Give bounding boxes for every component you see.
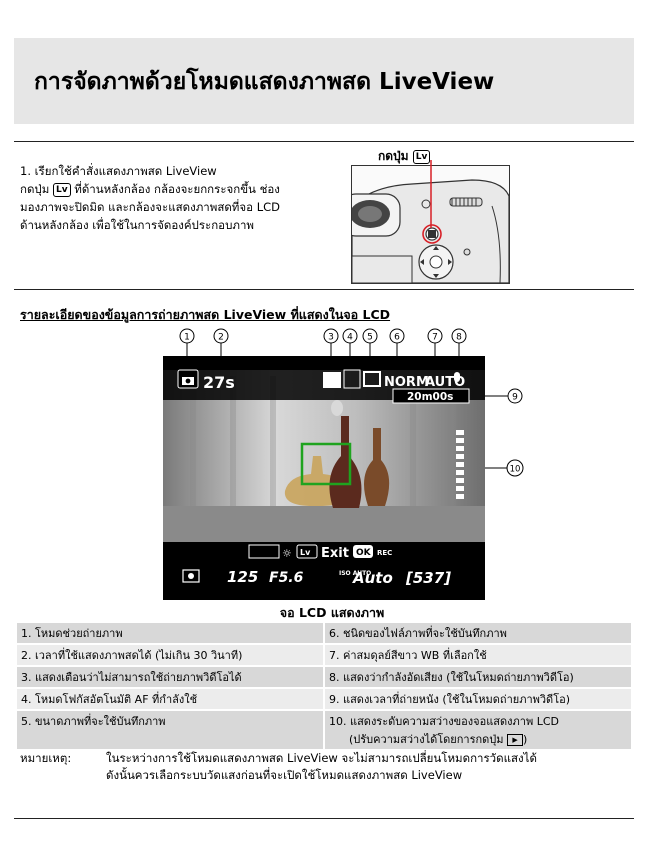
exit-label: Exit xyxy=(321,546,349,561)
lcd-screen-illustration: 27s NORM AUTO 20m00s ☼ Lv Exit OK REC 12… xyxy=(163,356,485,600)
legend-row: 4. โหมดโฟกัสอัตโนมัติ AF ที่กำลังใช้ 9. … xyxy=(17,689,631,709)
legend-row: 5. ขนาดภาพที่จะใช้บันทึกภาพ 10. แสดงระดั… xyxy=(17,711,631,749)
intro-press-text: กดปุ่ม xyxy=(20,182,50,196)
svg-text:8: 8 xyxy=(456,333,462,343)
press-button-label: กดปุ่ม Lv xyxy=(378,147,431,166)
shutter-speed: 125 xyxy=(227,568,258,586)
legend-item-4: 4. โหมดโฟกัสอัตโนมัติ AF ที่กำลังใช้ xyxy=(17,689,323,709)
lv-badge: Lv xyxy=(300,548,311,557)
svg-text:2: 2 xyxy=(218,333,224,343)
camera-callout-line xyxy=(430,160,432,228)
intro-line-3: มองภาพจะปิดมิด และกล้องจะแสดงภาพสดที่จอ … xyxy=(20,200,280,214)
callout-1-label: 1 xyxy=(184,333,190,343)
legend-item-9: 9. แสดงเวลาที่ถ่ายหนัง (ใช้ในโหมดถ่ายภาพ… xyxy=(325,689,631,709)
svg-text:7: 7 xyxy=(432,333,438,343)
legend-item-7: 7. ค่าสมดุลย์สีขาว WB ที่เลือกใช้ xyxy=(325,645,631,665)
intro-line-4: ด้านหลังกล้อง เพื่อใช้ในการจัดองค์ประกอบ… xyxy=(20,218,254,232)
no-movie-warning-icon xyxy=(323,372,341,388)
svg-text:3: 3 xyxy=(328,333,334,343)
callout-markers: 1 2 3 4 5 6 7 8 9 xyxy=(179,328,523,404)
intro-line-1: 1. เรียกใช้คำสั่งแสดงภาพสด LiveView xyxy=(20,164,217,178)
legend-item-5: 5. ขนาดภาพที่จะใช้บันทึกภาพ xyxy=(17,711,323,749)
legend-row: 2. เวลาที่ใช้แสดงภาพสดได้ (ไม่เกิน 30 วิ… xyxy=(17,645,631,665)
image-quality: NORM xyxy=(384,375,429,390)
bottom-divider xyxy=(14,818,634,819)
zoom-icon xyxy=(248,544,280,559)
lcd-section-heading: รายละเอียดของข้อมูลการถ่ายภาพสด LiveView… xyxy=(20,307,391,322)
note-line-1: ในระหว่างการใช้โหมดแสดงภาพสด LiveView จะ… xyxy=(106,751,537,765)
legend-row: 3. แสดงเตือนว่าไม่สามารถใช้ถ่ายภาพวิดีโอ… xyxy=(17,667,631,687)
svg-text:5: 5 xyxy=(367,333,373,343)
legend-row: 1. โหมดช่วยถ่ายภาพ 6. ชนิดของไฟล์ภาพที่จ… xyxy=(17,623,631,643)
image-size-icon xyxy=(363,371,381,387)
press-label-text: กดปุ่ม xyxy=(378,149,409,163)
lv-key-icon-figure: Lv xyxy=(412,149,431,164)
movie-time: 20m00s xyxy=(407,391,453,403)
rec-badge: REC xyxy=(377,549,392,557)
camera-back-svg xyxy=(352,179,509,283)
brightness-level-bar xyxy=(456,430,464,499)
legend-item-6: 6. ชนิดของไฟล์ภาพที่จะใช้บันทึกภาพ xyxy=(325,623,631,643)
lcd-caption: จอ LCD แสดงภาพ xyxy=(279,605,385,620)
legend-item-10-text: 10. แสดงระดับความสว่างของจอแสดงภาพ LCD xyxy=(329,715,559,728)
note-label: หมายเหตุ: xyxy=(20,751,72,765)
callout-10: 10 xyxy=(465,459,524,477)
legend-item-2: 2. เวลาที่ใช้แสดงภาพสดได้ (ไม่เกิน 30 วิ… xyxy=(17,645,323,665)
svg-text:4: 4 xyxy=(347,333,353,343)
mid-divider xyxy=(14,289,634,290)
lcd-screen-svg: 27s NORM AUTO 20m00s ☼ Lv Exit OK REC 12… xyxy=(163,356,485,600)
svg-text:10: 10 xyxy=(510,465,521,475)
callout-8: 8 xyxy=(451,328,467,368)
af-frame xyxy=(300,442,352,486)
playback-icon: ▶ xyxy=(507,734,524,746)
note-line-2: ดังนั้นควรเลือกระบบวัดแสงก่อนที่จะเปิดใช… xyxy=(106,768,463,782)
legend-item-10-extra: (ปรับความสว่างได้โดยการกดปุ่ม ▶) xyxy=(329,730,627,748)
af-mode-icon xyxy=(343,369,361,389)
frames-remaining: [537] xyxy=(405,569,451,587)
iso-prefix: ISO AUTO xyxy=(339,570,371,577)
movie-time-box xyxy=(392,388,470,404)
legend-table: 1. โหมดช่วยถ่ายภาพ 6. ชนิดของไฟล์ภาพที่จ… xyxy=(15,621,633,751)
legend-item-10: 10. แสดงระดับความสว่างของจอแสดงภาพ LCD (… xyxy=(325,711,631,749)
note-body: ในระหว่างการใช้โหมดแสดงภาพสด LiveView จะ… xyxy=(106,750,626,784)
page-title: การจัดภาพด้วยโหมดแสดงภาพสด LiveView xyxy=(34,69,495,95)
brightness-icon: ☼ xyxy=(282,547,292,560)
intro-text: 1. เรียกใช้คำสั่งแสดงภาพสด LiveView กดปุ… xyxy=(20,162,350,234)
assist-mode-icon xyxy=(177,369,199,389)
aperture: F5.6 xyxy=(269,570,304,586)
intro-line-2: กดปุ่ม Lv ที่ด้านหลังกล้อง กล้องจะยกกระจ… xyxy=(20,180,350,198)
lv-key-icon: Lv xyxy=(52,182,71,197)
lv-exit-icon xyxy=(296,544,318,559)
ok-button-icon xyxy=(353,545,373,558)
title-bar: การจัดภาพด้วยโหมดแสดงภาพสด LiveView xyxy=(14,38,634,124)
remaining-time: 27s xyxy=(203,373,235,392)
legend-item-1: 1. โหมดช่วยถ่ายภาพ xyxy=(17,623,323,643)
legend-extra-text: (ปรับความสว่างได้โดยการกดปุ่ม xyxy=(349,733,504,746)
microphone-icon xyxy=(454,372,460,382)
intro-line-2-rest: ที่ด้านหลังกล้อง กล้องจะยกกระจกขึ้น ช่อง xyxy=(74,182,280,196)
legend-item-3: 3. แสดงเตือนว่าไม่สามารถใช้ถ่ายภาพวิดีโอ… xyxy=(17,667,323,687)
top-divider xyxy=(14,141,634,142)
svg-text:6: 6 xyxy=(394,333,400,343)
legend-item-8: 8. แสดงว่ากำลังอัดเสียง (ใช้ในโหมดถ่ายภา… xyxy=(325,667,631,687)
metering-icon xyxy=(182,569,200,583)
svg-text:9: 9 xyxy=(512,393,518,403)
ok-label: OK xyxy=(356,548,372,558)
legend-extra-end: ) xyxy=(523,733,528,746)
iso-value: Auto xyxy=(352,569,393,587)
callout-1: 1 xyxy=(179,328,195,368)
